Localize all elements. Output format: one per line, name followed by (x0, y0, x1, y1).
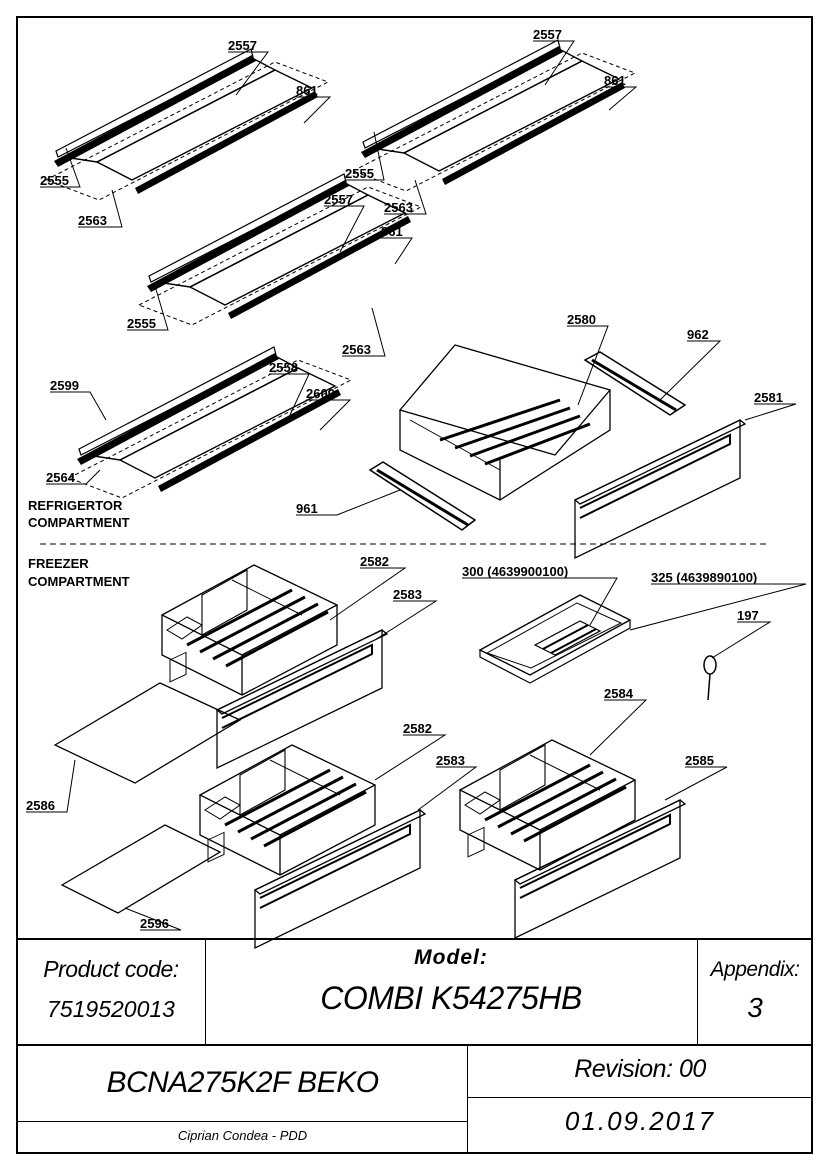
product-name: BCNA275K2F BEKO (106, 1066, 379, 1099)
refrigerator-label-line2: COMPARTMENT (28, 515, 130, 530)
callout-s1-profile-left: 2555 (40, 173, 69, 188)
callout-crisper: 2580 (567, 312, 596, 327)
callout-s2-shelf: 2563 (384, 200, 413, 215)
product-code-label: Product code: (43, 956, 179, 982)
callout-rail-right: 962 (687, 327, 709, 342)
callout-s4-shelf: 2564 (46, 470, 76, 485)
callout-ice-part: 197 (737, 608, 759, 623)
model-name: COMBI K54275HB (320, 980, 582, 1016)
revision-date: 01.09.2017 (564, 1106, 716, 1136)
title-block-vline-2 (697, 938, 698, 1044)
callout-s3-glass: 2557 (324, 192, 353, 207)
shelf-2-glass (352, 39, 636, 192)
callout-s2-profile-right: 861 (604, 73, 626, 88)
title-block-vline-1 (205, 938, 206, 1044)
callout-plate-top: 2586 (26, 798, 55, 813)
callout-crisper-cover: 2581 (754, 390, 783, 405)
revision: Revision: 00 (574, 1055, 706, 1083)
product-code: 7519520013 (47, 996, 175, 1022)
ice-part (703, 655, 717, 701)
shelf-3-glass (138, 173, 422, 326)
callout-s3-profile-right: 861 (381, 224, 403, 239)
callout-s4-glass: 2558 (269, 360, 298, 375)
callout-drawer-small: 2584 (604, 686, 634, 701)
appendix-label: Appendix: (710, 958, 800, 981)
drawing-frame (16, 16, 813, 1154)
freezer-label-line2: COMPARTMENT (28, 574, 130, 589)
callout-drawer-small-front: 2585 (685, 753, 714, 768)
shelf-4-glass (68, 346, 352, 499)
author: Ciprian Condea - PDD (177, 1128, 308, 1143)
callout-s4-profile-left: 2599 (50, 378, 79, 393)
freezer-drawer-middle-front (254, 809, 426, 949)
callout-labels: 2557 861 2555 2563 2557 861 2555 2563 25… (26, 27, 783, 931)
callout-s1-profile-right: 861 (296, 83, 318, 98)
callout-drawer-top-front: 2583 (393, 587, 422, 602)
callout-s4-profile-right: 2600 (306, 386, 335, 401)
callout-s3-profile-left: 2555 (127, 316, 156, 331)
freezer-label-line1: FREEZER (28, 556, 89, 571)
callout-ice-tray: 300 (4639900100) (462, 564, 568, 579)
callout-drawer-top: 2582 (360, 554, 389, 569)
freezer-plate-bottom (60, 824, 222, 914)
crisper-drawer (398, 344, 612, 501)
crisper-front-cover (574, 419, 746, 559)
freezer-plate-top (53, 682, 242, 784)
refrigerator-label-line1: REFRIGERTOR (28, 498, 123, 513)
callout-drawer-mid: 2582 (403, 721, 432, 736)
rail-right (583, 351, 687, 416)
section-labels: REFRIGERTOR COMPARTMENT FREEZER COMPARTM… (28, 498, 130, 589)
callout-s3-shelf: 2563 (342, 342, 371, 357)
title-block-vline-3 (467, 1045, 468, 1154)
shelf-1-glass (45, 48, 329, 201)
callout-s2-glass: 2557 (533, 27, 562, 42)
callout-s1-shelf: 2563 (78, 213, 107, 228)
freezer-drawer-small (458, 738, 637, 872)
callout-s2-profile-left: 2555 (345, 166, 374, 181)
freezer-drawer-top-front (216, 629, 388, 769)
appendix-number: 3 (747, 992, 763, 1023)
ice-tray (478, 594, 632, 684)
callout-drawer-mid-front: 2583 (436, 753, 465, 768)
title-block-hline-left (16, 1121, 467, 1122)
leader-lines (26, 40, 807, 931)
title-block-hline-right (467, 1097, 813, 1098)
rail-left (368, 461, 477, 531)
callout-rail-left: 961 (296, 501, 318, 516)
callout-ice-box: 325 (4639890100) (651, 570, 757, 585)
callout-plate-bottom: 2596 (140, 916, 169, 931)
title-block-mid-line (16, 1044, 813, 1046)
callout-s1-glass: 2557 (228, 38, 257, 53)
model-label: Model: (414, 946, 488, 969)
title-block-top-line (16, 938, 813, 940)
